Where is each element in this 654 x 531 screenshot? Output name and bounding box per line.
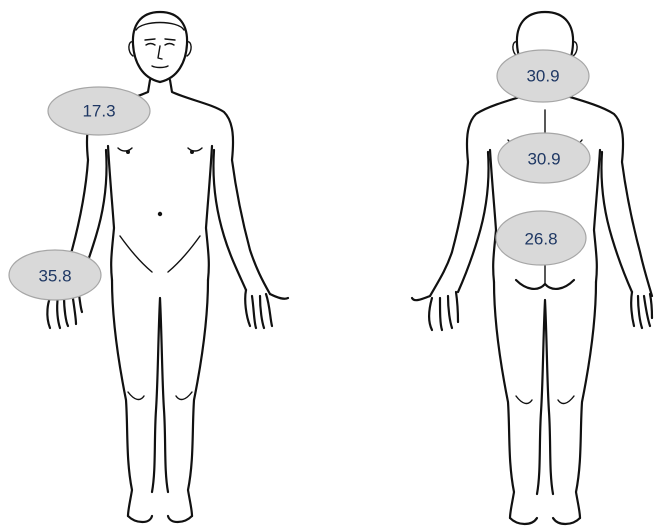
marker-value: 17.3 [82, 102, 115, 121]
back-right-hand [631, 292, 652, 328]
marker-value: 30.9 [526, 67, 559, 86]
marker-front-shoulder: 17.3 [48, 87, 150, 135]
marker-back-upper: 30.9 [498, 133, 590, 183]
marker-value: 35.8 [38, 267, 71, 286]
marker-value: 30.9 [527, 150, 560, 169]
marker-back-lower: 26.8 [496, 211, 586, 265]
back-left-hand [412, 292, 458, 330]
front-right-hand [245, 290, 288, 328]
marker-value: 26.8 [524, 230, 557, 249]
marker-front-hand: 35.8 [9, 250, 101, 300]
marker-back-neck: 30.9 [497, 50, 589, 102]
